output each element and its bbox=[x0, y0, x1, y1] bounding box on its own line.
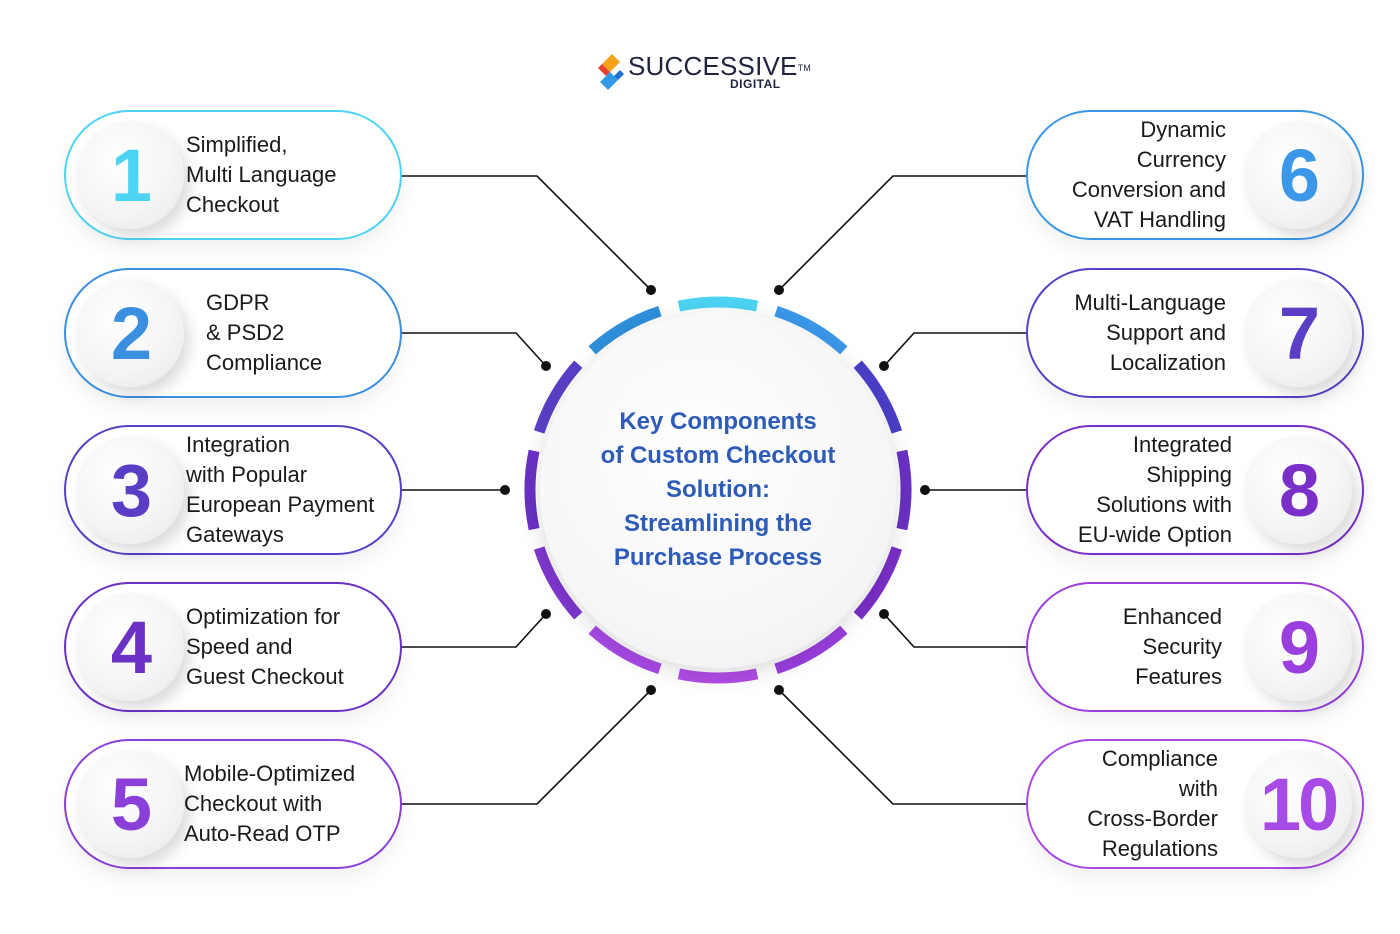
number-badge: 2 bbox=[76, 279, 184, 387]
ring-segment bbox=[677, 668, 759, 684]
item-number: 6 bbox=[1278, 133, 1320, 217]
item-number: 7 bbox=[1278, 291, 1320, 375]
component-item-5: 5 Mobile-Optimized Checkout with Auto-Re… bbox=[64, 739, 402, 869]
brand-name: SUCCESSIVETM bbox=[628, 51, 812, 81]
item-label: Mobile-Optimized Checkout with Auto-Read… bbox=[184, 761, 356, 846]
item-label: Enhanced Security Features bbox=[1122, 604, 1222, 689]
ring-segment bbox=[774, 305, 848, 355]
number-badge: 3 bbox=[76, 436, 184, 544]
connector-line bbox=[883, 613, 1057, 648]
item-number: 10 bbox=[1259, 762, 1339, 846]
component-item-3: 3 Integration with Popular European Paym… bbox=[64, 425, 402, 555]
connector-dot bbox=[500, 485, 510, 495]
item-number: 8 bbox=[1278, 448, 1320, 532]
item-number: 5 bbox=[110, 762, 152, 846]
item-label: Integrated Shipping Solutions with EU-wi… bbox=[1077, 432, 1232, 547]
item-label: Integration with Popular European Paymen… bbox=[186, 432, 375, 547]
connector-line bbox=[375, 332, 547, 367]
connector-line bbox=[375, 689, 652, 805]
ring-segment bbox=[533, 360, 583, 434]
item-label: Dynamic Currency Conversion and VAT Hand… bbox=[1071, 117, 1226, 232]
ring-segment bbox=[588, 305, 662, 355]
item-number: 1 bbox=[110, 133, 152, 217]
item-label: Compliance with Cross-Border Regulations bbox=[1087, 746, 1218, 861]
ring-segment bbox=[524, 449, 540, 531]
item-number: 2 bbox=[110, 291, 152, 375]
item-number: 9 bbox=[1278, 605, 1320, 689]
number-badge: 7 bbox=[1244, 279, 1352, 387]
connector-line bbox=[375, 175, 652, 291]
ring-segment bbox=[896, 449, 912, 531]
ring-segment bbox=[588, 625, 662, 675]
connector-line bbox=[883, 332, 1057, 367]
number-badge: 5 bbox=[76, 750, 184, 858]
connector-dot bbox=[541, 609, 551, 619]
connector-dot bbox=[879, 361, 889, 371]
connector-dot bbox=[646, 685, 656, 695]
connector-dot bbox=[879, 609, 889, 619]
connector-dot bbox=[774, 285, 784, 295]
number-badge: 9 bbox=[1244, 593, 1352, 701]
component-item-8: 8 Integrated Shipping Solutions with EU-… bbox=[1026, 425, 1364, 555]
number-badge: 10 bbox=[1244, 750, 1352, 858]
ring-segment bbox=[677, 296, 759, 312]
item-label: Simplified, Multi Language Checkout bbox=[186, 132, 337, 217]
connector-dot bbox=[541, 361, 551, 371]
item-number: 3 bbox=[110, 448, 152, 532]
component-item-7: 7 Multi-Language Support and Localizatio… bbox=[1026, 268, 1364, 398]
ring-segment bbox=[853, 546, 903, 620]
component-item-10: 10 Compliance with Cross-Border Regulati… bbox=[1026, 739, 1364, 869]
number-badge: 8 bbox=[1244, 436, 1352, 544]
item-label: Optimization for Speed and Guest Checkou… bbox=[186, 604, 344, 689]
component-item-2: 2 GDPR & PSD2 Compliance bbox=[64, 268, 402, 398]
connector-line bbox=[778, 689, 1057, 805]
connector-dot bbox=[646, 285, 656, 295]
number-badge: 1 bbox=[76, 121, 184, 229]
connector-line bbox=[375, 613, 547, 648]
center-hub: Key Components of Custom Checkout Soluti… bbox=[540, 312, 896, 668]
number-badge: 6 bbox=[1244, 121, 1352, 229]
ring-segment bbox=[533, 546, 583, 620]
component-item-4: 4 Optimization for Speed and Guest Check… bbox=[64, 582, 402, 712]
brand-subtitle: DIGITAL bbox=[730, 77, 781, 91]
connector-dot bbox=[920, 485, 930, 495]
ring-segment bbox=[853, 360, 903, 434]
component-item-1: 1 Simplified, Multi Language Checkout bbox=[64, 110, 402, 240]
center-title: Key Components of Custom Checkout Soluti… bbox=[600, 408, 836, 571]
brand-logo: SUCCESSIVETM DIGITAL bbox=[598, 51, 812, 94]
component-item-6: 6 Dynamic Currency Conversion and VAT Ha… bbox=[1026, 110, 1364, 240]
item-label: Multi-Language Support and Localization bbox=[1074, 290, 1226, 375]
connector-dot bbox=[774, 685, 784, 695]
ring-segment bbox=[774, 625, 848, 675]
item-number: 4 bbox=[110, 605, 152, 689]
brand-mark-icon bbox=[598, 54, 624, 90]
connector-line bbox=[778, 175, 1057, 291]
item-label: GDPR & PSD2 Compliance bbox=[206, 290, 323, 375]
number-badge: 4 bbox=[76, 593, 184, 701]
component-item-9: 9 Enhanced Security Features bbox=[1026, 582, 1364, 712]
